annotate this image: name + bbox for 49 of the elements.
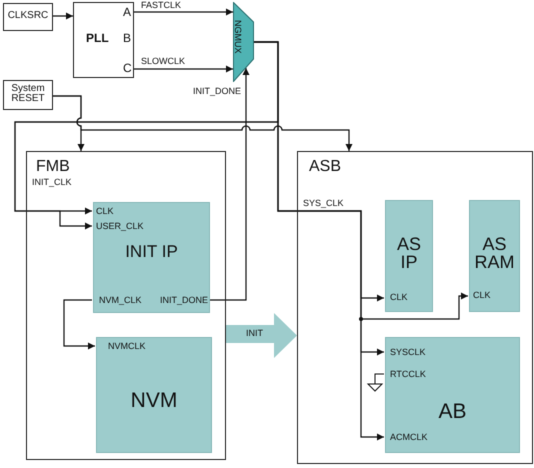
port-label: RTCCLK — [390, 370, 426, 379]
connector-arrow — [209, 68, 250, 301]
block-container — [297, 151, 533, 464]
ip-block — [385, 337, 520, 453]
edge-label: SLOWCLK — [140, 57, 186, 66]
port-label: NVM_CLK — [99, 296, 142, 305]
block-arrow — [226, 313, 297, 358]
port-label: ACMCLK — [390, 433, 428, 442]
block-title: AB — [437, 401, 468, 422]
block-title: NVM — [130, 390, 178, 411]
port-label: INIT_DONE — [160, 296, 208, 305]
block-title: FMB — [36, 159, 70, 175]
port-label: A — [123, 6, 132, 18]
edge-label: INIT_DONE — [192, 87, 242, 96]
port-label: C — [123, 62, 132, 74]
source-box — [3, 3, 53, 31]
block-title: INIT IP — [124, 243, 179, 260]
connector-arrow — [63, 299, 95, 350]
edge-label: INIT_CLK — [31, 178, 73, 187]
memory-block — [96, 337, 212, 453]
port-label: NVMCLK — [108, 342, 146, 351]
connector-arrow — [53, 12, 73, 20]
port-label: CLK — [96, 207, 114, 216]
port-label: SYSCLK — [390, 348, 426, 357]
arrow-label: INIT — [246, 329, 263, 338]
port-label: CLK — [473, 291, 491, 300]
pll-box — [73, 2, 134, 78]
reset-box — [3, 80, 53, 110]
edge-label: SYS_CLK — [302, 199, 345, 208]
block-title: AS RAM — [474, 235, 514, 271]
connector-arrow — [134, 8, 233, 16]
connector-arrow — [254, 41, 384, 440]
block-title: CLKSRC — [6, 11, 50, 21]
block-title: System RESET — [10, 84, 46, 104]
block-title: PLL — [86, 32, 109, 44]
ip-block — [93, 202, 210, 313]
block-container — [26, 151, 226, 460]
edge-label: FASTCLK — [140, 1, 182, 10]
connector-arrow — [134, 66, 233, 72]
port-label: CLK — [390, 293, 408, 302]
ip-block — [385, 200, 433, 312]
port-label: B — [123, 32, 132, 44]
block-title: ASB — [309, 159, 342, 175]
block-title: AS IP — [396, 235, 422, 271]
multiplexer — [233, 2, 254, 82]
connector-arrow — [53, 95, 352, 151]
port-label: USER_CLK — [96, 222, 144, 231]
block-title: NGMUX — [233, 20, 242, 54]
memory-block — [469, 200, 520, 312]
